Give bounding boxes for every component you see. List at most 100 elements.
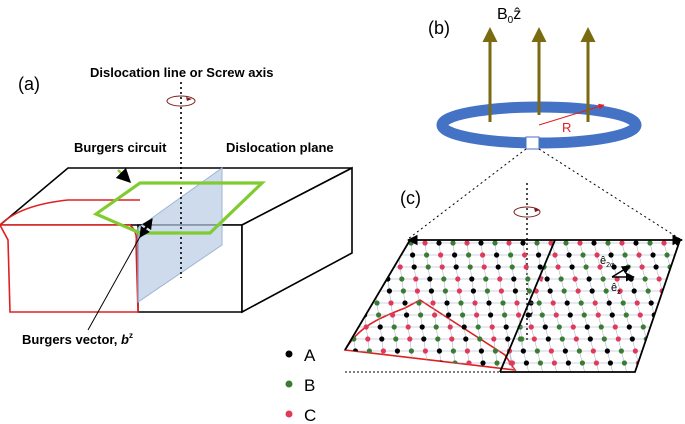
lattice-atom-a: [278, 312, 283, 317]
lattice-atom-b: [208, 312, 213, 317]
lattice-atom-c: [654, 324, 660, 330]
lattice-bond: [573, 303, 575, 315]
lattice-bond: [324, 339, 327, 351]
lattice-atom-c: [280, 336, 285, 341]
lattice-atom-c: [590, 348, 596, 354]
lattice-atom-b: [484, 288, 490, 294]
lattice-atom-a: [463, 336, 469, 342]
lattice-bond: [354, 242, 357, 256]
lattice-atom-a: [648, 300, 654, 306]
lattice-bond: [680, 363, 683, 375]
lattice-atom-b: [640, 324, 646, 330]
lattice-atom-b: [525, 276, 531, 282]
lattice-atom-a: [335, 276, 340, 281]
lattice-atom-b: [621, 360, 628, 366]
lattice-atom-c: [593, 360, 600, 366]
lattice-bond: [421, 279, 424, 291]
lattice-atom-b: [241, 348, 246, 353]
lattice-atom-c: [572, 276, 578, 282]
lattice-bond: [362, 267, 365, 279]
lattice-bond: [346, 315, 349, 327]
lattice-bond: [384, 362, 387, 370]
lattice-atom-c: [522, 252, 528, 258]
panel-b-label: (b): [428, 18, 450, 38]
rotation-arrowhead-a: [186, 97, 192, 101]
lattice-atom-b: [266, 336, 271, 341]
lattice-atom-a: [276, 300, 281, 305]
lattice-atom-b: [647, 240, 653, 246]
lattice-atom-a: [488, 312, 494, 318]
lattice-atom-a: [144, 360, 149, 365]
lattice-bond: [256, 339, 258, 351]
lattice-atom-c: [388, 300, 394, 306]
lattice-atom-c: [637, 312, 643, 318]
lattice-bond: [587, 303, 589, 315]
lattice-atom-b: [374, 300, 380, 306]
lattice-atom-c: [382, 360, 388, 366]
lattice-atom-a: [670, 276, 676, 282]
lattice-bond: [304, 279, 306, 291]
lattice-bond: [386, 363, 389, 375]
lattice-bond: [161, 363, 163, 375]
lattice-atom-b: [292, 312, 297, 317]
lattice-atom-b: [477, 336, 483, 342]
lattice-atom-b: [605, 240, 611, 246]
lattice-bond: [348, 267, 351, 279]
burgers-circuit-label: Burgers circuit: [74, 140, 167, 155]
lattice-atom-c: [355, 264, 361, 270]
lattice-atom-c: [298, 360, 303, 365]
lattice-atom-b: [509, 264, 515, 270]
block-shifted-red: [0, 224, 139, 313]
lattice-bond: [259, 363, 261, 375]
lattice-atom-a: [537, 264, 543, 270]
lattice-atom-a: [358, 312, 363, 317]
lattice-atom-c: [573, 336, 579, 342]
lattice-bond: [304, 315, 307, 327]
lattice-atom-b: [424, 252, 430, 258]
lattice-bond: [187, 351, 189, 363]
lattice-atom-c: [422, 348, 428, 354]
basis-label-ez: êz: [611, 282, 621, 296]
lattice-bond: [200, 339, 202, 351]
lattice-atom-c: [594, 252, 600, 258]
lattice-bond: [253, 315, 255, 327]
lattice-atom-a: [168, 324, 173, 329]
lattice-bond: [281, 315, 283, 327]
lattice-atom-b: [331, 264, 336, 269]
lattice-bond: [159, 351, 161, 363]
lattice-atom-a: [626, 324, 632, 330]
lattice-bond: [323, 315, 325, 327]
lattice-atom-c: [154, 324, 159, 329]
lattice-atom-a: [316, 312, 321, 317]
lattice-atom-a: [611, 264, 617, 270]
lattice-bond: [189, 363, 191, 375]
lattice-atom-b: [399, 276, 405, 282]
lattice-bond: [510, 302, 515, 316]
lattice-bond: [398, 362, 401, 370]
lattice-atom-b: [325, 348, 330, 353]
lattice-atom-c: [277, 324, 282, 329]
lattice-atom-a: [394, 348, 400, 354]
lattice-atom-a: [381, 240, 386, 245]
lattice-bond: [351, 279, 354, 291]
lattice-bond: [321, 327, 324, 339]
lattice-atom-a: [589, 288, 595, 294]
lattice-atom-c: [363, 276, 368, 281]
lattice-bond: [418, 267, 421, 279]
lattice-atom-a: [478, 240, 484, 246]
lattice-bond: [279, 303, 281, 315]
lattice-bond: [267, 315, 269, 327]
lattice-atom-c: [464, 240, 470, 246]
lattice-atom-a: [653, 264, 659, 270]
lattice-atom-a: [269, 348, 274, 353]
lattice-atom-c: [222, 312, 227, 317]
lattice-atom-c: [414, 288, 420, 294]
lattice-bond: [130, 339, 132, 351]
lattice-atom-b: [157, 348, 162, 353]
lattice-bond: [299, 351, 301, 363]
lattice-bond: [599, 291, 601, 303]
lattice-bond: [225, 315, 227, 327]
lattice-bond: [265, 303, 267, 315]
lattice-bond: [144, 339, 146, 351]
